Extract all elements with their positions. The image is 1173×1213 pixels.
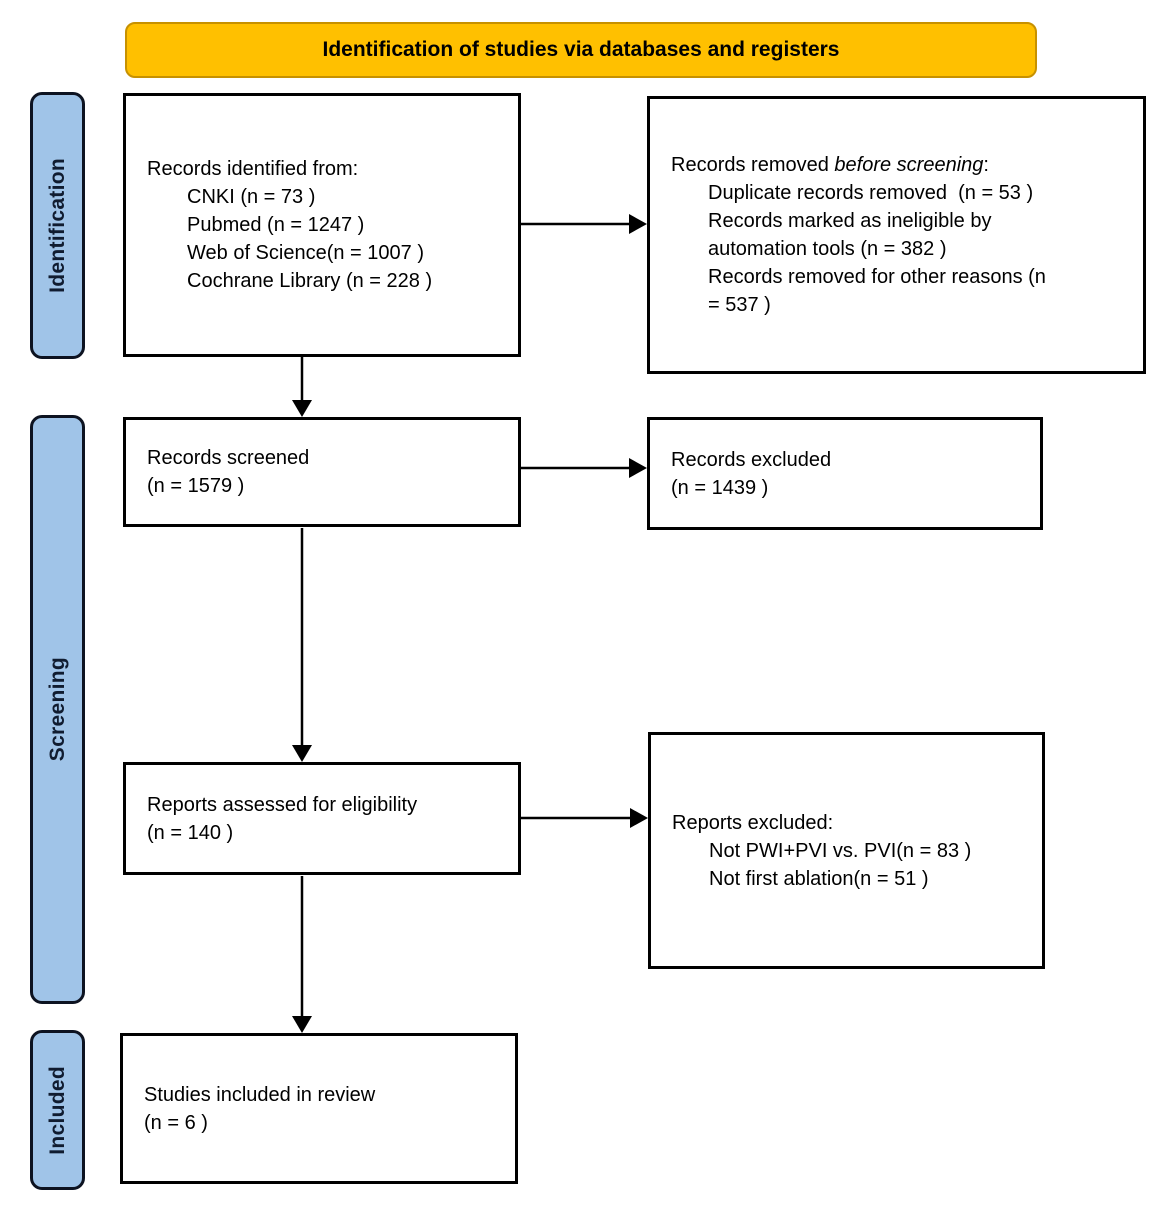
arrow-screened-to-assessed <box>292 528 312 762</box>
records-removed-box: Records removed before screening: Duplic… <box>647 96 1146 374</box>
arrow-assessed-to-reports-excluded <box>521 808 648 828</box>
studies-included-count: (n = 6 ) <box>144 1111 208 1134</box>
records-identified-item-pubmed: Pubmed (n = 1247 ) <box>187 214 365 236</box>
studies-included-label: Studies included in review <box>144 1083 376 1106</box>
records-identified-item-cochrane: Cochrane Library (n = 228 ) <box>187 270 433 292</box>
arrow-identified-to-screened <box>292 357 312 417</box>
records-screened-label: Records screened <box>147 447 310 469</box>
stage-label-included: Included <box>30 1030 85 1190</box>
reports-excluded-title: Reports excluded: <box>672 811 834 834</box>
stage-label-identification-text: Identification <box>45 158 69 293</box>
records-screened-box: Records screened (n = 1579 ) <box>123 417 521 527</box>
records-removed-item-other-reasons: Records removed for other reasons (n = 5… <box>708 266 1052 316</box>
reports-assessed-label: Reports assessed for eligibility <box>147 793 418 816</box>
stage-label-screening: Screening <box>30 415 85 1004</box>
records-identified-item-cnki: CNKI (n = 73 ) <box>187 186 316 208</box>
records-removed-title: Records removed before screening: <box>671 151 1135 179</box>
records-removed-title-suffix: : <box>983 154 989 176</box>
diagram-title-banner: Identification of studies via databases … <box>125 22 1037 78</box>
reports-assessed-count: (n = 140 ) <box>147 821 234 844</box>
stage-label-included-text: Included <box>45 1065 69 1155</box>
records-removed-item-duplicates: Duplicate records removed (n = 53 ) <box>708 182 1034 204</box>
records-identified-item-web-of-science: Web of Science(n = 1007 ) <box>187 242 424 264</box>
reports-excluded-box: Reports excluded: Not PWI+PVI vs. PVI(n … <box>648 732 1045 969</box>
arrow-assessed-to-included <box>292 876 312 1033</box>
records-excluded-box: Records excluded (n = 1439 ) <box>647 417 1043 530</box>
reports-assessed-box: Reports assessed for eligibility (n = 14… <box>123 762 521 875</box>
records-screened-count: (n = 1579 ) <box>147 475 245 497</box>
records-removed-item-automation: Records marked as ineligible by automati… <box>708 210 998 260</box>
reports-excluded-item-not-pwi-pvi: Not PWI+PVI vs. PVI(n = 83 ) <box>709 839 972 862</box>
records-identified-box: Records identified from: CNKI (n = 73 ) … <box>123 93 521 357</box>
records-identified-title: Records identified from: <box>147 158 359 180</box>
stage-label-identification: Identification <box>30 92 85 359</box>
diagram-title: Identification of studies via databases … <box>322 38 840 61</box>
reports-excluded-item-not-first-ablation: Not first ablation(n = 51 ) <box>709 867 929 890</box>
studies-included-box: Studies included in review (n = 6 ) <box>120 1033 518 1184</box>
records-removed-title-italic: before screening <box>834 154 984 176</box>
stage-label-screening-text: Screening <box>45 657 69 762</box>
arrow-identified-to-removed <box>521 214 647 234</box>
records-excluded-label: Records excluded <box>671 448 832 471</box>
records-excluded-count: (n = 1439 ) <box>671 476 769 499</box>
records-removed-title-prefix: Records removed <box>671 154 835 176</box>
arrow-screened-to-excluded <box>521 458 647 478</box>
